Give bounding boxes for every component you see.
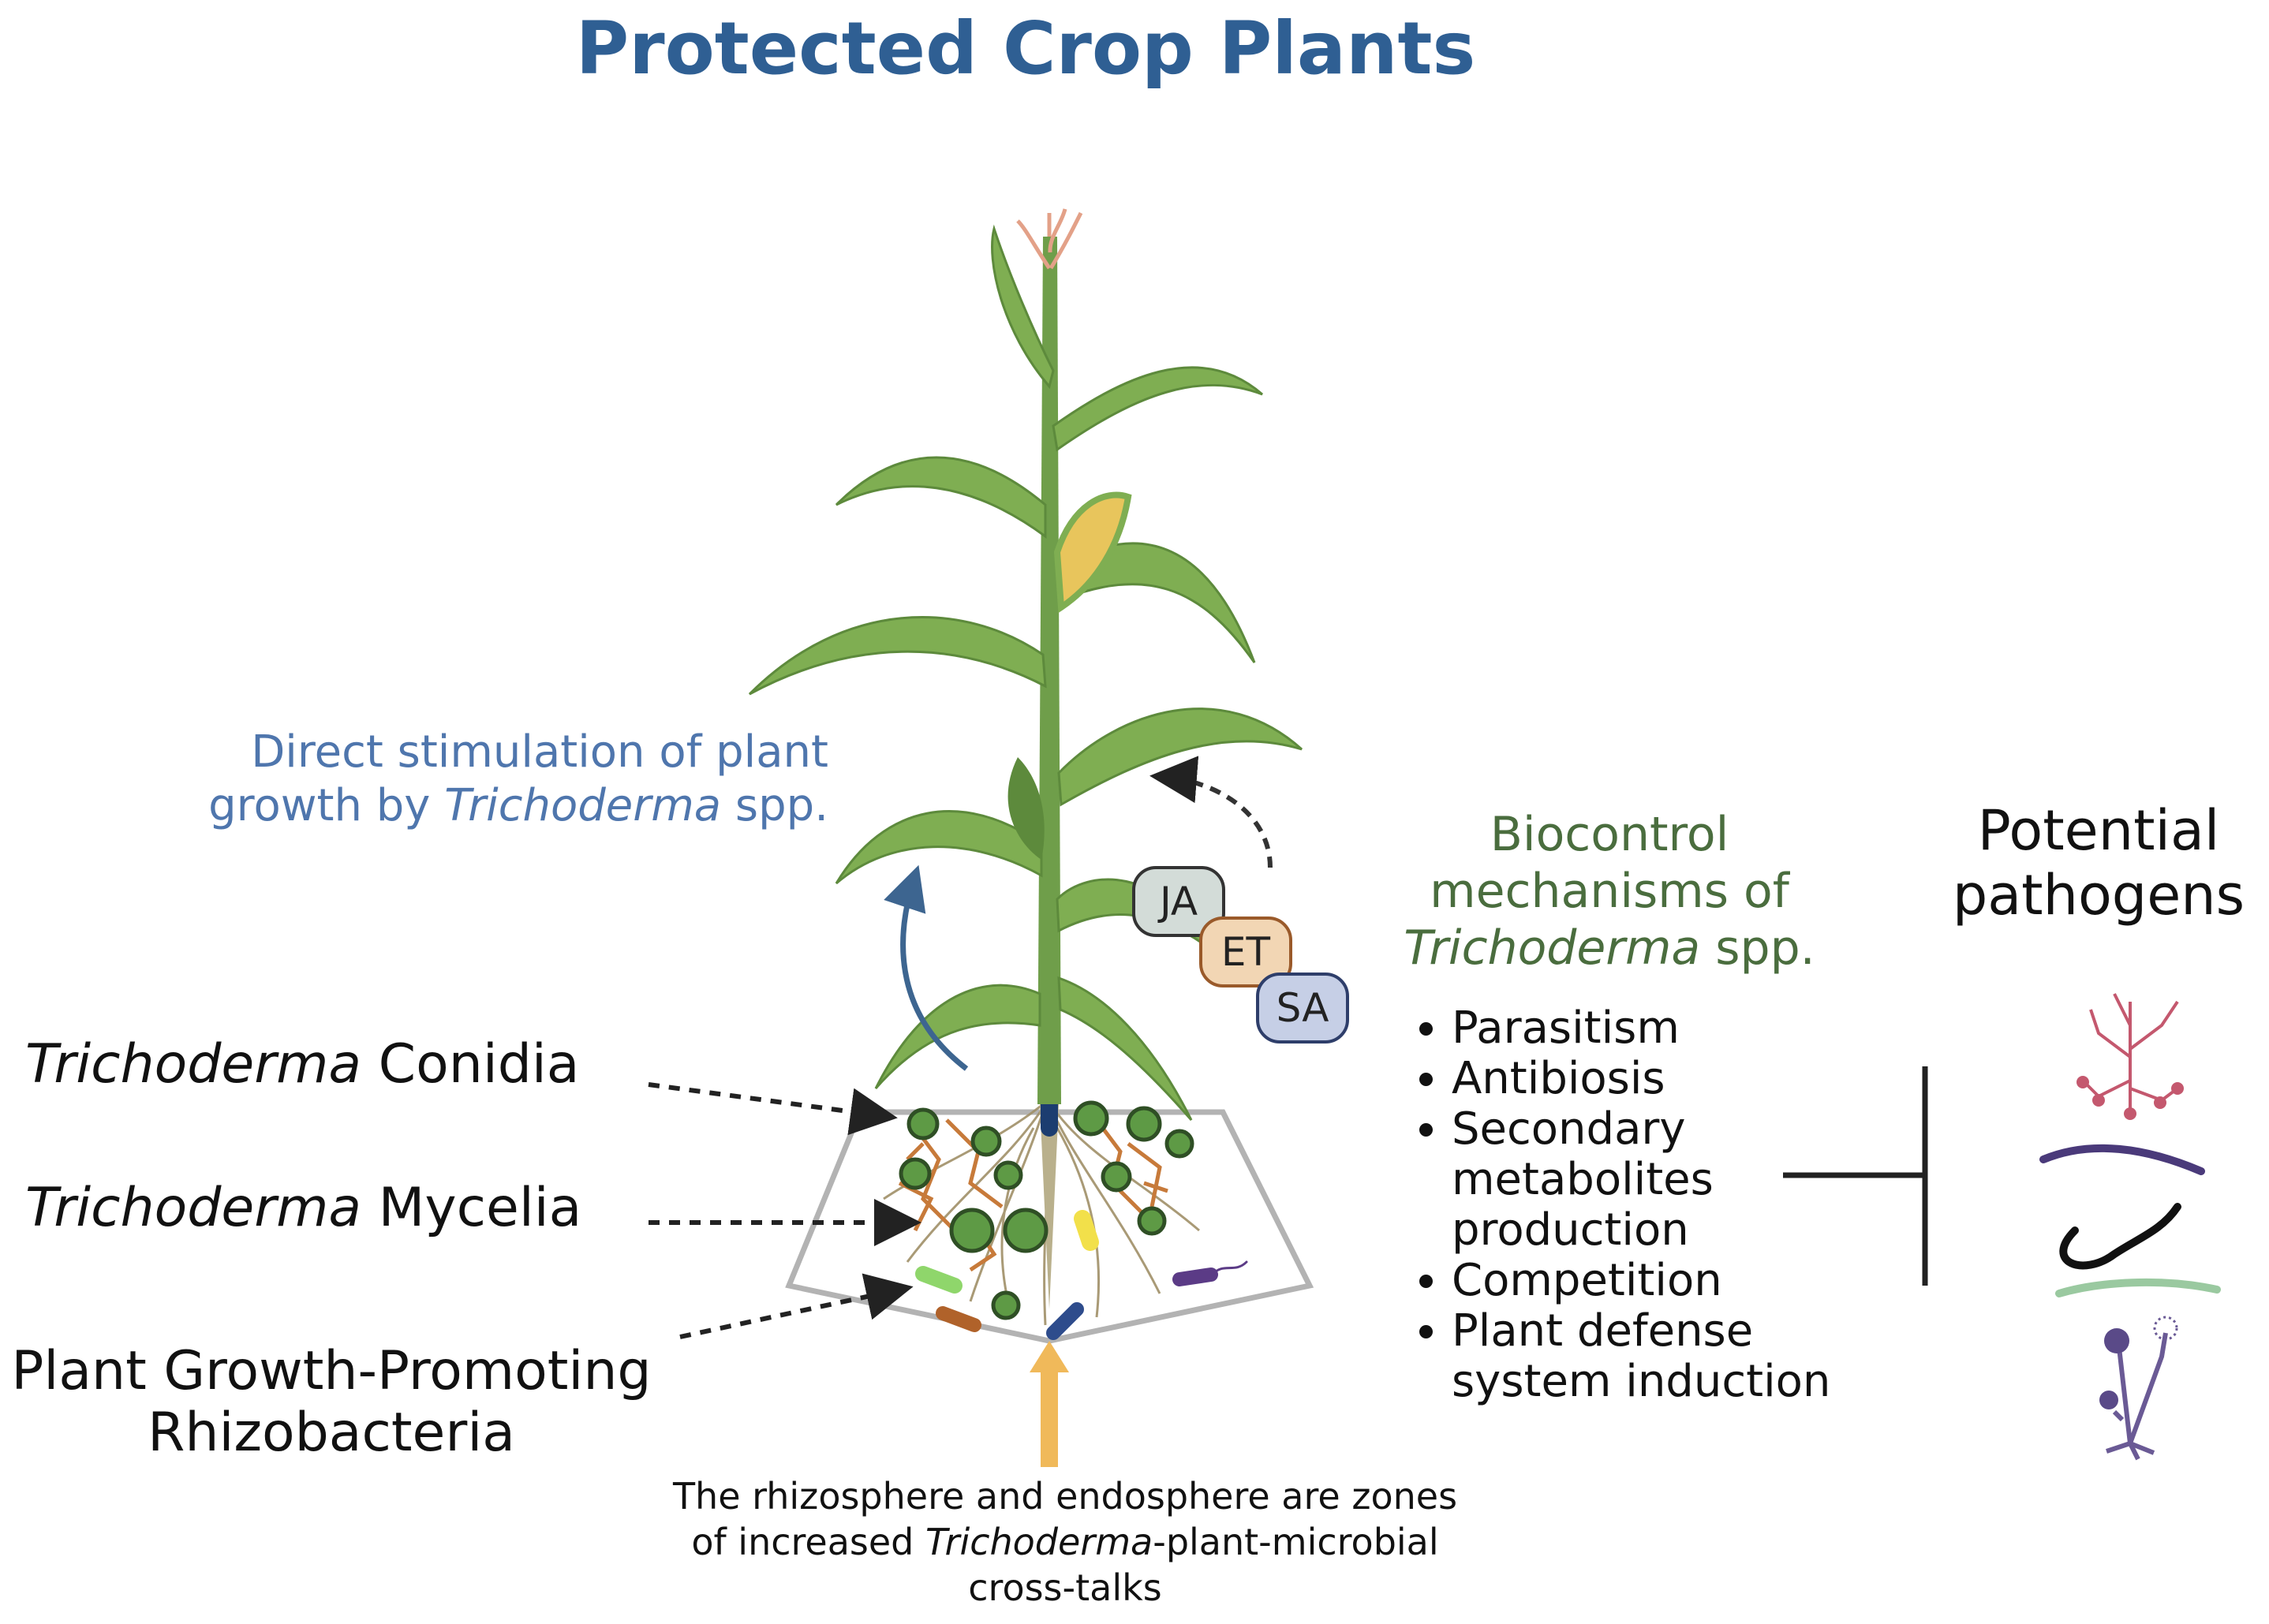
corn-plant xyxy=(748,208,1303,1121)
biocontrol-genus: Trichoderma xyxy=(1404,920,1701,976)
pathogen-worm-green xyxy=(2055,1278,2221,1297)
direct-stimulation-label: Direct stimulation of plant growth by Tr… xyxy=(118,726,828,833)
pathogen-nematode-black xyxy=(2059,1203,2181,1270)
pathogen-fungus-purple xyxy=(2099,1316,2178,1461)
pathogen-red-spores xyxy=(2076,1076,2184,1120)
inhibition-connector xyxy=(1783,1066,1928,1286)
conidia-arrow xyxy=(648,1082,898,1136)
biocontrol-line3: Trichoderma spp. xyxy=(1341,920,1878,976)
mechanism-list: Parasitism Antibiosis Secondary metaboli… xyxy=(1404,1003,1846,1407)
figure-title: Protected Crop Plants xyxy=(575,6,1476,91)
mechanism-item: Secondary metabolites production xyxy=(1452,1104,1720,1256)
direct-stimulation-line2: growth by Trichoderma spp. xyxy=(118,779,828,833)
pathogen-worm-purple xyxy=(2039,1144,2205,1175)
mycelia-text: Mycelia xyxy=(361,1177,582,1239)
biocontrol-line1: Biocontrol xyxy=(1490,807,1729,862)
mechanism-item: Competition xyxy=(1452,1256,1846,1306)
caption-suffix: -plant-microbial xyxy=(1153,1521,1439,1563)
caption-line1: The rhizosphere and endosphere are zones xyxy=(672,1475,1458,1518)
mycelia-genus: Trichoderma xyxy=(25,1177,362,1239)
pathogens-line2: pathogens xyxy=(1952,863,2245,928)
mechanism-item: Plant defense system induction xyxy=(1452,1306,1846,1407)
pgpr-arrow xyxy=(679,1273,914,1339)
mechanism-item: Parasitism xyxy=(1452,1003,1846,1054)
rhizosphere-caption: The rhizosphere and endosphere are zones… xyxy=(600,1473,1531,1611)
biocontrol-heading: Biocontrol mechanisms of Trichoderma spp… xyxy=(1341,806,1878,976)
pathogens-line1: Potential xyxy=(1977,798,2220,863)
biocontrol-line2: mechanisms of xyxy=(1430,864,1789,919)
biocontrol-suffix: spp. xyxy=(1700,920,1815,976)
mycelia-label: Trichoderma Mycelia xyxy=(25,1177,581,1239)
caption-genus: Trichoderma xyxy=(925,1521,1153,1563)
potential-pathogens-heading: Potential pathogens xyxy=(1925,798,2269,928)
mechanism-item: Antibiosis xyxy=(1452,1054,1846,1104)
rhizosphere-zone xyxy=(785,1109,1314,1344)
hormone-sa-badge: SA xyxy=(1256,973,1349,1043)
direct-stimulation-genus: Trichoderma xyxy=(444,780,722,831)
caption-line3: cross-talks xyxy=(968,1566,1162,1609)
plant-roots xyxy=(883,1103,1200,1326)
signal-arrow xyxy=(1149,756,1273,868)
conidia-genus: Trichoderma xyxy=(25,1033,362,1096)
pgpr-line1: Plant Growth-Promoting xyxy=(11,1340,652,1402)
caption-prefix: of increased xyxy=(691,1521,925,1563)
pgpr-line2: Rhizobacteria xyxy=(148,1402,515,1464)
taproot xyxy=(1040,1104,1059,1309)
pgpr-label: Plant Growth-Promoting Rhizobacteria xyxy=(8,1341,655,1464)
hormone-et-badge: ET xyxy=(1199,917,1292,987)
conidia-text: Conidia xyxy=(361,1033,580,1096)
direct-stimulation-prefix: growth by xyxy=(208,780,445,831)
direct-stimulation-line1: Direct stimulation of plant xyxy=(251,726,828,778)
conidia-label: Trichoderma Conidia xyxy=(25,1033,579,1096)
trichoderma-conidia xyxy=(899,1100,1194,1320)
caption-line2: of increased Trichoderma-plant-microbial xyxy=(600,1519,1531,1565)
growth-arrow xyxy=(884,864,969,1071)
direct-stimulation-suffix: spp. xyxy=(721,780,828,831)
